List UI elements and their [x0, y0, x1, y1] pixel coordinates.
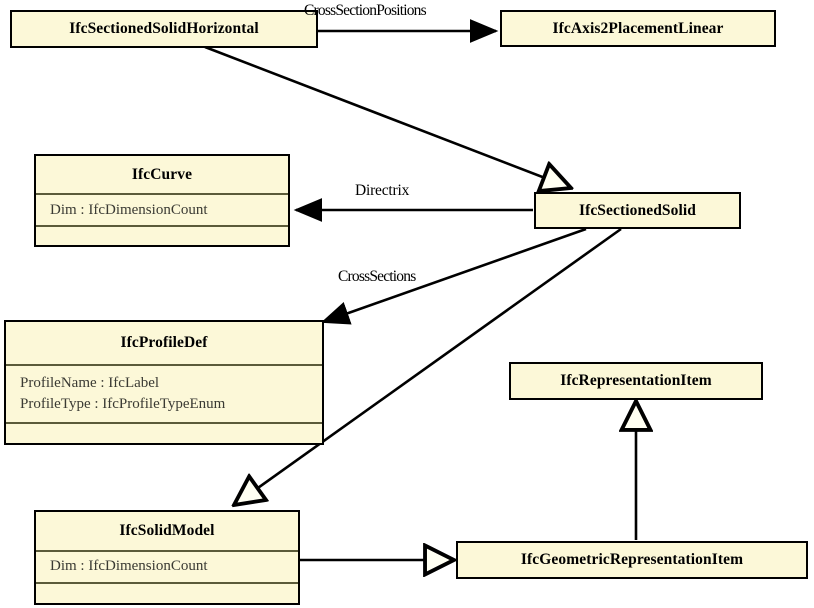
edge-label-cross-sections: CrossSections	[338, 268, 416, 285]
edge-label-cross-section-positions: CrossSectionPositions	[304, 2, 427, 19]
class-title-compartment: IfcSectionedSolid	[536, 194, 739, 227]
class-attributes-compartment: Dim : IfcDimensionCount	[36, 550, 298, 582]
edge-sectioned-solid-to-solid-model	[234, 227, 622, 505]
class-ifc-profile-def[interactable]: IfcProfileDef ProfileName : IfcLabel Pro…	[4, 320, 324, 445]
class-name: IfcSolidModel	[119, 522, 215, 539]
class-attribute: ProfileName : IfcLabel	[20, 374, 160, 391]
class-ifc-solid-model[interactable]: IfcSolidModel Dim : IfcDimensionCount	[34, 510, 300, 605]
class-ifc-axis2-placement-linear[interactable]: IfcAxis2PlacementLinear	[500, 10, 776, 47]
class-attributes-compartment: ProfileName : IfcLabel ProfileType : Ifc…	[6, 364, 322, 422]
class-attributes-compartment: Dim : IfcDimensionCount	[36, 193, 288, 225]
class-title-compartment: IfcSectionedSolidHorizontal	[12, 12, 316, 46]
class-title-compartment: IfcProfileDef	[6, 322, 322, 364]
class-name: IfcSectionedSolid	[578, 201, 697, 219]
class-attribute: Dim : IfcDimensionCount	[50, 201, 208, 218]
class-name: IfcRepresentationItem	[560, 372, 712, 389]
class-operations-compartment	[36, 225, 288, 245]
class-operations-compartment	[36, 582, 298, 603]
class-ifc-sectioned-solid-horizontal[interactable]: IfcSectionedSolidHorizontal	[10, 10, 318, 48]
class-ifc-curve[interactable]: IfcCurve Dim : IfcDimensionCount	[34, 154, 290, 247]
class-name: IfcProfileDef	[120, 334, 208, 351]
class-name: IfcAxis2PlacementLinear	[552, 19, 724, 37]
class-title-compartment: IfcAxis2PlacementLinear	[502, 12, 774, 45]
class-title-compartment: IfcGeometricRepresentationItem	[458, 543, 806, 577]
class-title-compartment: IfcCurve	[36, 156, 288, 193]
edge-horizontal-to-sectioned-solid	[204, 45, 571, 188]
edge-cross-sections	[320, 227, 587, 325]
class-title-compartment: IfcSolidModel	[36, 512, 298, 550]
class-operations-compartment	[6, 422, 322, 443]
class-attribute: ProfileType : IfcProfileTypeEnum	[20, 396, 226, 412]
class-name: IfcGeometricRepresentationItem	[520, 551, 744, 568]
class-ifc-geometric-representation-item[interactable]: IfcGeometricRepresentationItem	[456, 541, 808, 579]
class-name: IfcCurve	[131, 165, 193, 183]
class-name: IfcSectionedSolidHorizontal	[69, 20, 259, 37]
edge-label-directrix: Directrix	[355, 182, 410, 199]
class-attribute: Dim : IfcDimensionCount	[50, 558, 208, 575]
class-ifc-representation-item[interactable]: IfcRepresentationItem	[509, 362, 763, 400]
class-title-compartment: IfcRepresentationItem	[511, 364, 761, 398]
class-ifc-sectioned-solid[interactable]: IfcSectionedSolid	[534, 192, 741, 229]
